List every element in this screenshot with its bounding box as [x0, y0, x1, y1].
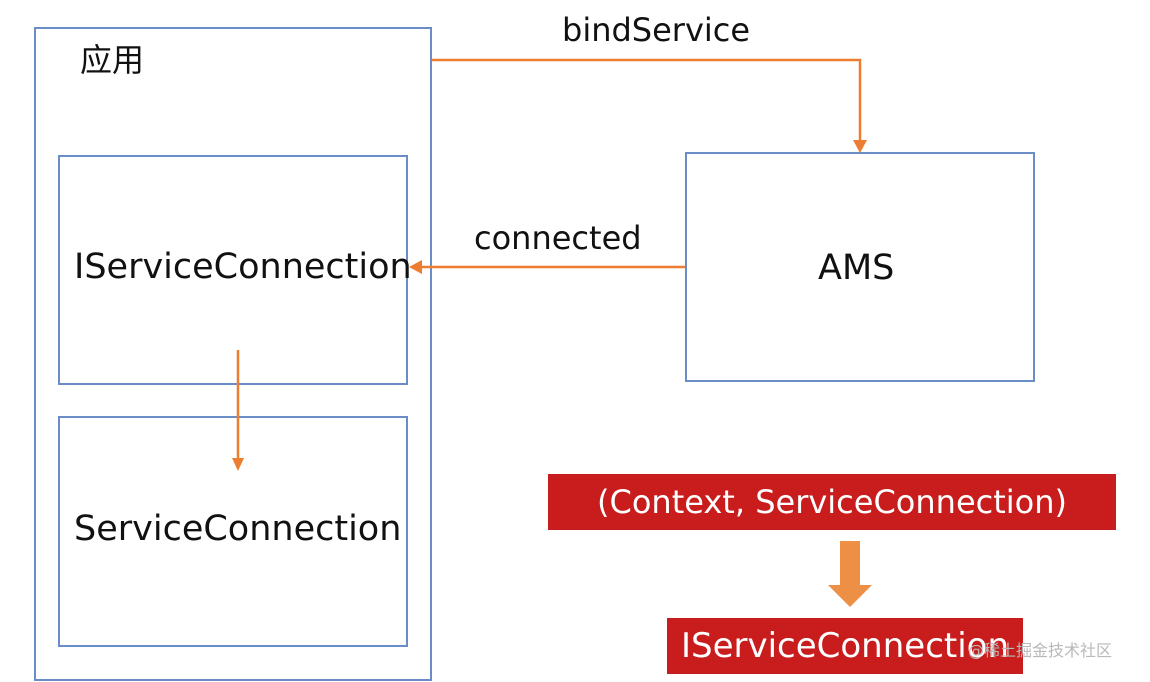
ams-label: AMS — [818, 248, 895, 288]
serviceconnection-box — [58, 416, 408, 647]
context-serviceconnection-box: (Context, ServiceConnection) — [548, 474, 1116, 530]
ams-box — [685, 152, 1035, 382]
watermark: @稀土掘金技术社区 — [968, 641, 1113, 660]
inner-arrowhead — [232, 458, 244, 471]
app-title: 应用 — [80, 41, 145, 79]
bindservice-arrow — [432, 58, 862, 142]
bindservice-arrowhead — [853, 140, 867, 153]
iserviceconnection-result-box: IServiceConnection — [667, 618, 1023, 674]
big-down-arrow — [828, 541, 872, 607]
iserviceconnection-label: IServiceConnection — [74, 247, 412, 287]
iserviceconnection-result-label: IServiceConnection — [680, 626, 1010, 666]
connected-label: connected — [474, 219, 642, 257]
serviceconnection-label: ServiceConnection — [74, 509, 402, 549]
iserviceconnection-box — [58, 155, 408, 385]
bindservice-label: bindService — [562, 11, 751, 49]
context-serviceconnection-label: (Context, ServiceConnection) — [597, 483, 1067, 521]
connected-arrowhead — [409, 260, 422, 274]
